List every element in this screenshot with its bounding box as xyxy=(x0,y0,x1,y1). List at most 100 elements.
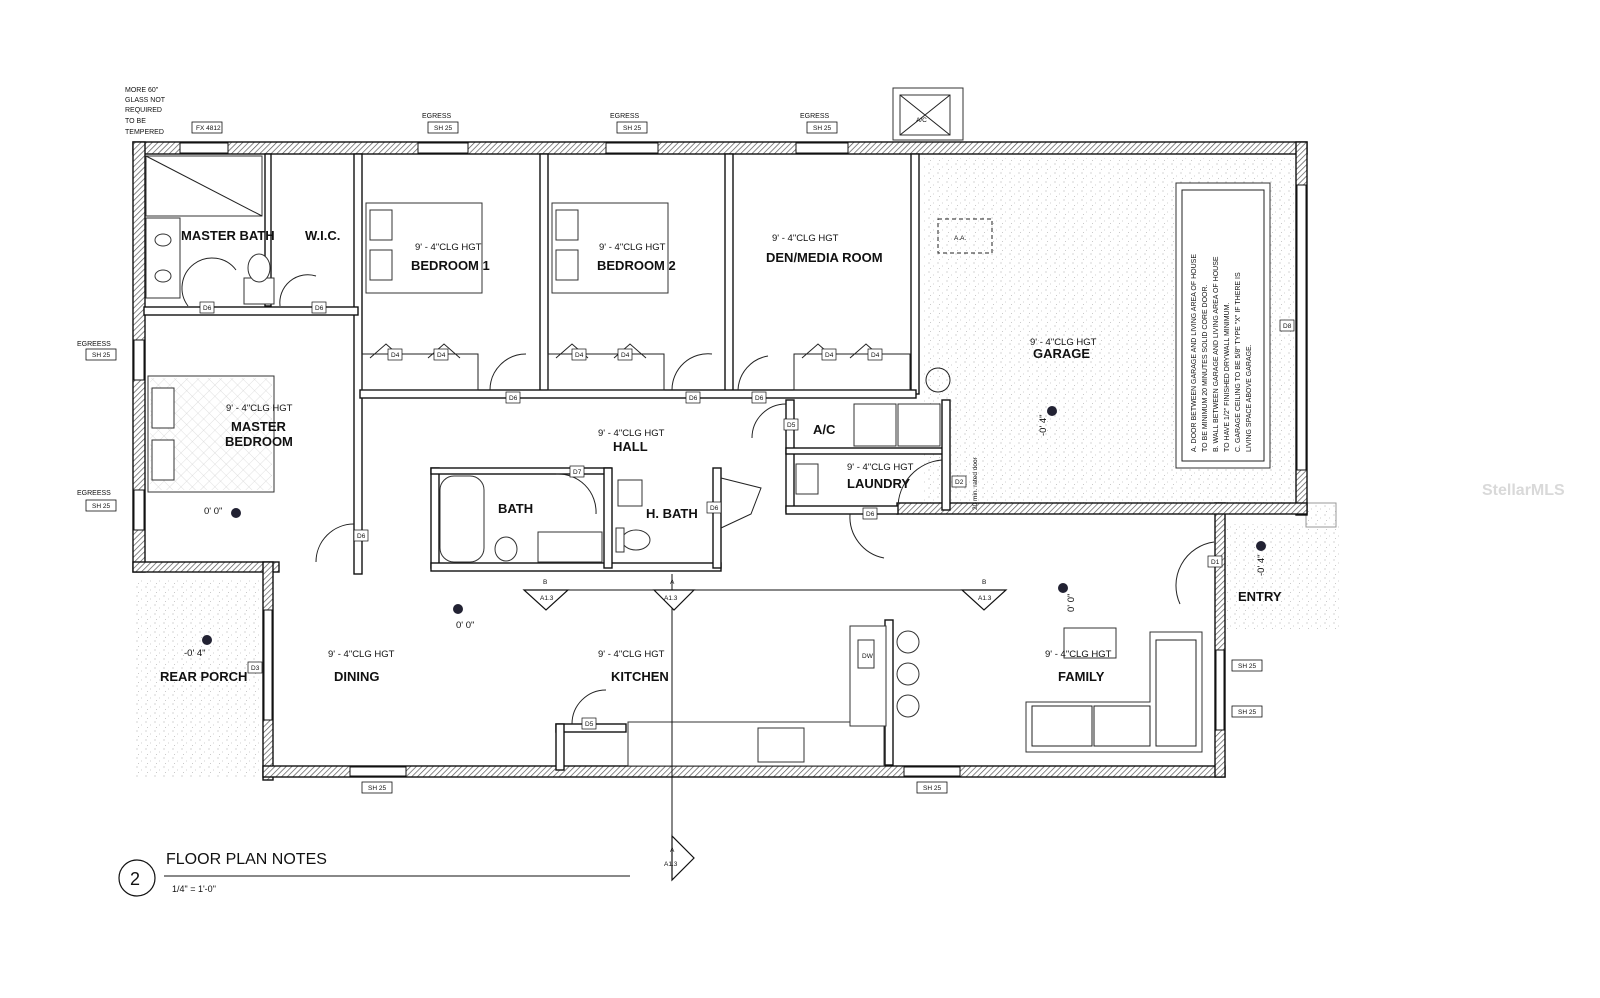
svg-text:9' - 4"CLG HGT: 9' - 4"CLG HGT xyxy=(772,233,839,244)
svg-text:A: A xyxy=(670,847,675,854)
svg-text:SH 25: SH 25 xyxy=(813,125,831,132)
svg-text:A1.3: A1.3 xyxy=(978,595,992,602)
room-master-bedroom-1: MASTER xyxy=(231,419,287,434)
entry-floor xyxy=(1227,524,1339,630)
svg-text:EGRESS: EGRESS xyxy=(610,113,640,120)
svg-text:9' - 4"CLG HGT: 9' - 4"CLG HGT xyxy=(415,242,482,253)
room-labels: MASTER BATH W.I.C. BEDROOM 1 BEDROOM 2 D… xyxy=(160,228,1282,684)
room-master-bath: MASTER BATH xyxy=(181,228,275,243)
svg-text:SH 25: SH 25 xyxy=(368,785,386,792)
egress-labels: EGRESS SH 25 EGRESS SH 25 EGRESS SH 25 E… xyxy=(77,113,1263,794)
ac-unit xyxy=(892,87,964,141)
svg-text:TO BE MINIMUM 20 MINUTES SOLID: TO BE MINIMUM 20 MINUTES SOLID CORE DOOR… xyxy=(1202,284,1209,452)
elevation-labels: 0' 0" 0' 0" -0' 4" -0' 4" 0' 0" -0' 4" xyxy=(184,414,1267,659)
room-hall: HALL xyxy=(613,439,648,454)
room-dining: DINING xyxy=(334,669,380,684)
svg-text:D6: D6 xyxy=(689,395,698,402)
master-bath-fixtures xyxy=(145,155,317,307)
svg-text:D4: D4 xyxy=(621,352,630,359)
room-ac-closet: A/C xyxy=(813,422,836,437)
kitchen-fixtures xyxy=(627,625,920,767)
elevation-markers xyxy=(202,406,1266,645)
door-tags: D6 D6 D4 D4 D4 D4 D4 D4 D6 D6 D6 D5 D7 D… xyxy=(199,301,1295,730)
svg-text:FX 4812: FX 4812 xyxy=(196,125,221,132)
room-master-bedroom-2: BEDROOM xyxy=(225,434,293,449)
svg-text:D6: D6 xyxy=(203,305,212,312)
svg-text:B: B xyxy=(543,579,547,586)
svg-text:D2: D2 xyxy=(955,479,964,486)
svg-text:A1.3: A1.3 xyxy=(664,861,678,868)
svg-text:GLASS NOT: GLASS NOT xyxy=(125,97,166,104)
family-fixtures xyxy=(1025,627,1203,753)
svg-text:EGRESS: EGRESS xyxy=(422,113,452,120)
svg-text:9' - 4"CLG HGT: 9' - 4"CLG HGT xyxy=(599,242,666,253)
svg-text:9' - 4"CLG HGT: 9' - 4"CLG HGT xyxy=(598,649,665,660)
svg-text:TO BE: TO BE xyxy=(125,118,146,125)
svg-text:REQUIRED: REQUIRED xyxy=(125,107,162,114)
svg-text:A1.3: A1.3 xyxy=(664,595,678,602)
svg-text:0' 0": 0' 0" xyxy=(204,506,222,517)
garage-items xyxy=(925,182,1271,469)
door-swings xyxy=(315,353,1215,725)
laundry-fixtures xyxy=(751,403,943,559)
svg-text:-0' 4": -0' 4" xyxy=(184,648,206,659)
svg-text:C. GARAGE CEILING TO BE 5/8" T: C. GARAGE CEILING TO BE 5/8" TYPE "X" IF… xyxy=(1235,272,1242,452)
room-bedroom1: BEDROOM 1 xyxy=(411,258,490,273)
svg-text:EGREESS: EGREESS xyxy=(77,490,111,497)
room-family: FAMILY xyxy=(1058,669,1105,684)
svg-text:SH 25: SH 25 xyxy=(1238,663,1256,670)
room-den: DEN/MEDIA ROOM xyxy=(766,250,883,265)
svg-text:D6: D6 xyxy=(866,511,875,518)
garage-notes: A. DOOR BETWEEN GARAGE AND LIVING AREA O… xyxy=(1191,254,1253,452)
watermark: StellarMLS xyxy=(1482,482,1565,499)
svg-text:D6: D6 xyxy=(710,505,719,512)
svg-text:SH 25: SH 25 xyxy=(1238,709,1256,716)
drawing-scale: 1/4" = 1'-0" xyxy=(172,884,216,894)
furniture-beds xyxy=(147,202,669,493)
svg-text:D6: D6 xyxy=(357,533,366,540)
rated-door-note: 20 min. rated door xyxy=(972,456,979,510)
dishwasher-tag: DW xyxy=(862,653,874,660)
svg-text:0' 0": 0' 0" xyxy=(456,620,474,631)
svg-text:EGREESS: EGREESS xyxy=(77,341,111,348)
ac-unit-label: A/C xyxy=(916,117,927,124)
svg-text:9' - 4"CLG HGT: 9' - 4"CLG HGT xyxy=(598,428,665,439)
svg-text:MORE 60": MORE 60" xyxy=(125,87,159,94)
bath-fixtures xyxy=(439,473,762,563)
drawing-title: FLOOR PLAN NOTES xyxy=(166,851,327,868)
svg-text:9' - 4"CLG HGT: 9' - 4"CLG HGT xyxy=(226,403,293,414)
title-block xyxy=(118,859,630,897)
room-half-bath: H. BATH xyxy=(646,506,698,521)
svg-text:A1.3: A1.3 xyxy=(540,595,554,602)
drawing-number: 2 xyxy=(130,869,140,889)
svg-text:D4: D4 xyxy=(391,352,400,359)
svg-text:D4: D4 xyxy=(871,352,880,359)
svg-text:D6: D6 xyxy=(315,305,324,312)
svg-text:0' 0": 0' 0" xyxy=(1066,594,1077,612)
svg-text:-0' 4": -0' 4" xyxy=(1256,554,1267,576)
svg-text:D4: D4 xyxy=(437,352,446,359)
svg-text:D8: D8 xyxy=(1283,323,1292,330)
svg-text:9' - 4"CLG HGT: 9' - 4"CLG HGT xyxy=(847,462,914,473)
svg-text:A: A xyxy=(670,579,675,586)
svg-text:D7: D7 xyxy=(573,469,582,476)
svg-text:EGRESS: EGRESS xyxy=(800,113,830,120)
room-garage: GARAGE xyxy=(1033,346,1090,361)
svg-text:SH 25: SH 25 xyxy=(92,503,110,510)
room-kitchen: KITCHEN xyxy=(611,669,669,684)
room-entry: ENTRY xyxy=(1238,589,1282,604)
ceiling-height-labels: 9' - 4"CLG HGT 9' - 4"CLG HGT 9' - 4"CLG… xyxy=(226,233,1112,660)
svg-text:D6: D6 xyxy=(755,395,764,402)
svg-text:9' - 4"CLG HGT: 9' - 4"CLG HGT xyxy=(328,649,395,660)
room-rear-porch: REAR PORCH xyxy=(160,669,247,684)
svg-text:D4: D4 xyxy=(575,352,584,359)
svg-text:9' - 4"CLG HGT: 9' - 4"CLG HGT xyxy=(1030,337,1097,348)
svg-text:-0' 4": -0' 4" xyxy=(1038,414,1049,436)
glass-note: MORE 60" GLASS NOT REQUIRED TO BE TEMPER… xyxy=(125,87,223,136)
room-laundry: LAUNDRY xyxy=(847,476,910,491)
windows xyxy=(133,142,1307,777)
svg-text:D1: D1 xyxy=(1211,559,1220,566)
svg-text:9' - 4"CLG HGT: 9' - 4"CLG HGT xyxy=(1045,649,1112,660)
svg-text:B. WALL BETWEEN GARAGE AND LIV: B. WALL BETWEEN GARAGE AND LIVING AREA O… xyxy=(1213,256,1220,452)
